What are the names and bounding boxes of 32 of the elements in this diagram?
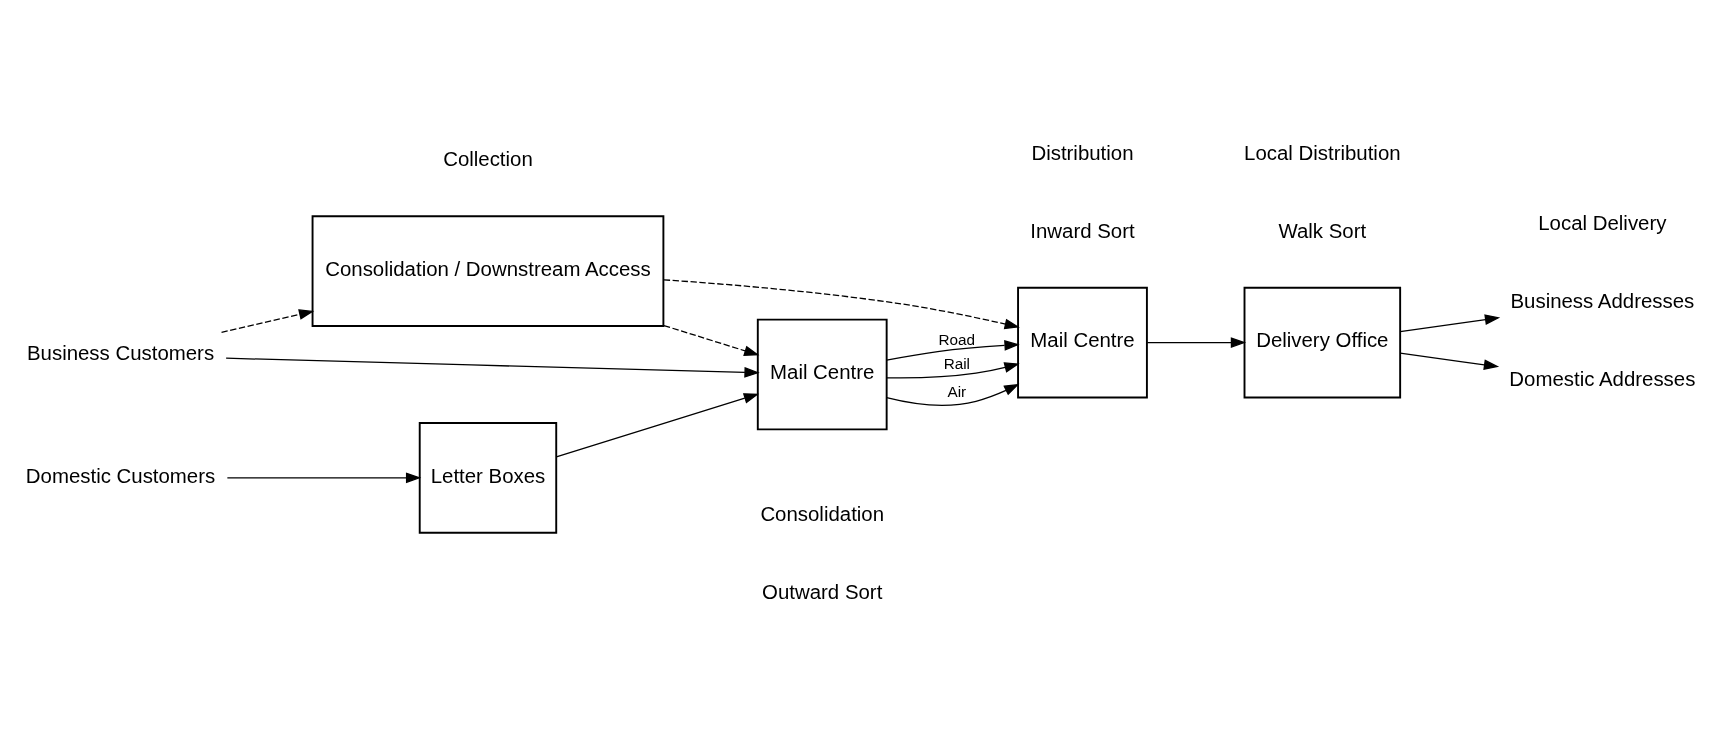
node-text: Business Customers bbox=[26, 341, 215, 364]
label: Inward Sort bbox=[1030, 219, 1135, 242]
label: Local Distribution bbox=[1244, 141, 1401, 164]
arrow bbox=[1146, 336, 1247, 348]
arrow bbox=[1399, 352, 1500, 370]
label: Collection bbox=[443, 147, 533, 170]
arrow bbox=[886, 361, 1020, 379]
node-box: Mail Centre bbox=[756, 318, 888, 430]
node-box: Letter Boxes bbox=[418, 421, 558, 534]
arrow bbox=[886, 339, 1020, 361]
arrow bbox=[1399, 313, 1501, 332]
edge-label: Air bbox=[947, 382, 967, 400]
arrow bbox=[555, 392, 760, 458]
edge-label: Rail bbox=[943, 354, 970, 372]
node-box: Mail Centre bbox=[1017, 286, 1148, 398]
label: Distribution bbox=[1031, 141, 1134, 164]
label: Outward Sort bbox=[762, 580, 883, 603]
arrow bbox=[225, 357, 760, 378]
arrow bbox=[663, 324, 760, 356]
arrow bbox=[226, 471, 422, 483]
node-box: Delivery Office bbox=[1243, 286, 1402, 398]
arrow bbox=[663, 278, 1020, 329]
arrow bbox=[220, 308, 315, 333]
node-box: Consolidation / Downstream Access bbox=[311, 214, 665, 327]
edge-label: Road bbox=[938, 330, 976, 348]
node-text: Domestic Addresses bbox=[1509, 367, 1696, 390]
label: Local Delivery bbox=[1538, 211, 1667, 234]
label: Consolidation bbox=[760, 502, 885, 525]
arrow bbox=[886, 383, 1020, 406]
label: Walk Sort bbox=[1278, 219, 1367, 242]
node-text: Business Addresses bbox=[1510, 289, 1695, 312]
node-text: Domestic Customers bbox=[25, 464, 216, 487]
